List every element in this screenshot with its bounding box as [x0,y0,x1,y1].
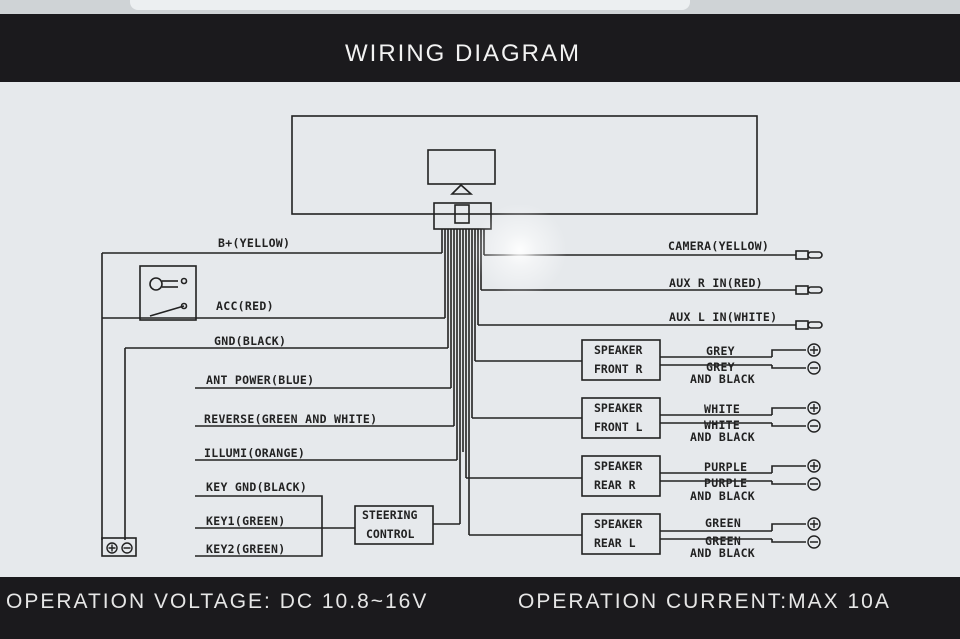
battery-minus-icon [121,542,133,554]
terminal-minus-icon [807,361,821,375]
label-reverse: REVERSE(GREEN AND WHITE) [204,412,378,426]
speaker-box-front-r [581,339,661,381]
label-aux-r: AUX R IN(RED) [669,276,763,290]
steering-control-box [354,505,434,545]
speaker-outputs-rear-l [660,523,806,543]
terminal-plus-icon [807,401,821,415]
speaker-rear-l-neg-wire: GREEN [705,534,742,548]
connector-latch [454,204,470,224]
speaker-box-rear-l [581,513,661,555]
label-gnd: GND(BLACK) [214,334,287,348]
speaker-outputs-front-r [660,349,806,369]
terminal-plus-icon [807,343,821,357]
terminal-minus-icon [807,477,821,491]
battery-icon [101,537,137,557]
top-tab [130,0,690,10]
speaker-rear-r-pos-wire: PURPLE [704,460,748,474]
speaker-box-front-l [581,397,661,439]
top-strip [0,0,960,14]
speaker-rear-r-neg-wire-2: AND BLACK [690,489,756,503]
diagram-title: WIRING DIAGRAM [345,40,581,67]
head-unit-outline [291,115,758,215]
speaker-rear-r-line2: REAR R [594,478,636,492]
key-wire-frame [195,495,323,557]
ignition-key-icon [149,277,163,291]
speaker-outputs-front-l [660,407,806,427]
head-unit-screen [427,149,496,185]
speaker-rear-r-neg-wire: PURPLE [704,476,748,490]
label-acc: ACC(RED) [216,299,274,313]
speaker-front-l-neg-wire-2: AND BLACK [690,430,756,444]
label-key-gnd: KEY GND(BLACK) [206,480,308,494]
speaker-front-r-neg-wire-2: AND BLACK [690,372,756,386]
speaker-front-l-line2: FRONT L [594,420,643,434]
label-key2: KEY2(GREEN) [206,542,286,556]
speaker-front-r-neg-wire: GREY [706,360,735,374]
speaker-front-l-neg-wire: WHITE [704,418,741,432]
speaker-front-r-line2: FRONT R [594,362,643,376]
label-ant-power: ANT POWER(BLUE) [206,373,315,387]
label-camera: CAMERA(YELLOW) [668,239,770,253]
speaker-rear-l-line2: REAR L [594,536,636,550]
label-illumi: ILLUMI(ORANGE) [204,446,306,460]
terminal-minus-icon [807,419,821,433]
rca-plug-aux-l [795,320,823,330]
terminal-minus-icon [807,535,821,549]
speaker-rear-l-neg-wire-2: AND BLACK [690,546,756,560]
speaker-outputs-rear-r [660,465,806,485]
speaker-rear-l-line1: SPEAKER [594,517,643,531]
eject-icon [450,183,474,195]
speaker-front-l-pos-wire: WHITE [704,402,741,416]
battery-plus-icon [106,542,118,554]
label-b-plus: B+(YELLOW) [218,236,291,250]
rca-plug-camera [795,250,823,260]
terminal-plus-icon [807,517,821,531]
speaker-front-r-line1: SPEAKER [594,343,643,357]
harness-bundle [441,229,485,535]
steering-label-line2: CONTROL [366,527,415,541]
ignition-switch-box [139,265,197,321]
rca-plug-aux-r [795,285,823,295]
operation-current: OPERATION CURRENT:MAX 10A [518,590,891,613]
footer-band [0,577,960,639]
header-band [0,14,960,82]
speaker-rear-l-pos-wire: GREEN [705,516,742,530]
speaker-box-rear-r [581,455,661,497]
ignition-switch-contact [149,305,185,317]
terminal-plus-icon [807,459,821,473]
speaker-rear-r-line1: SPEAKER [594,459,643,473]
harness-connector [433,202,492,230]
label-aux-l: AUX L IN(WHITE) [669,310,778,324]
label-key1: KEY1(GREEN) [206,514,286,528]
operation-voltage: OPERATION VOLTAGE: DC 10.8~16V [6,590,429,613]
speaker-front-l-line1: SPEAKER [594,401,643,415]
steering-label-line1: STEERING [362,508,418,522]
speaker-front-r-pos-wire: GREY [706,344,735,358]
